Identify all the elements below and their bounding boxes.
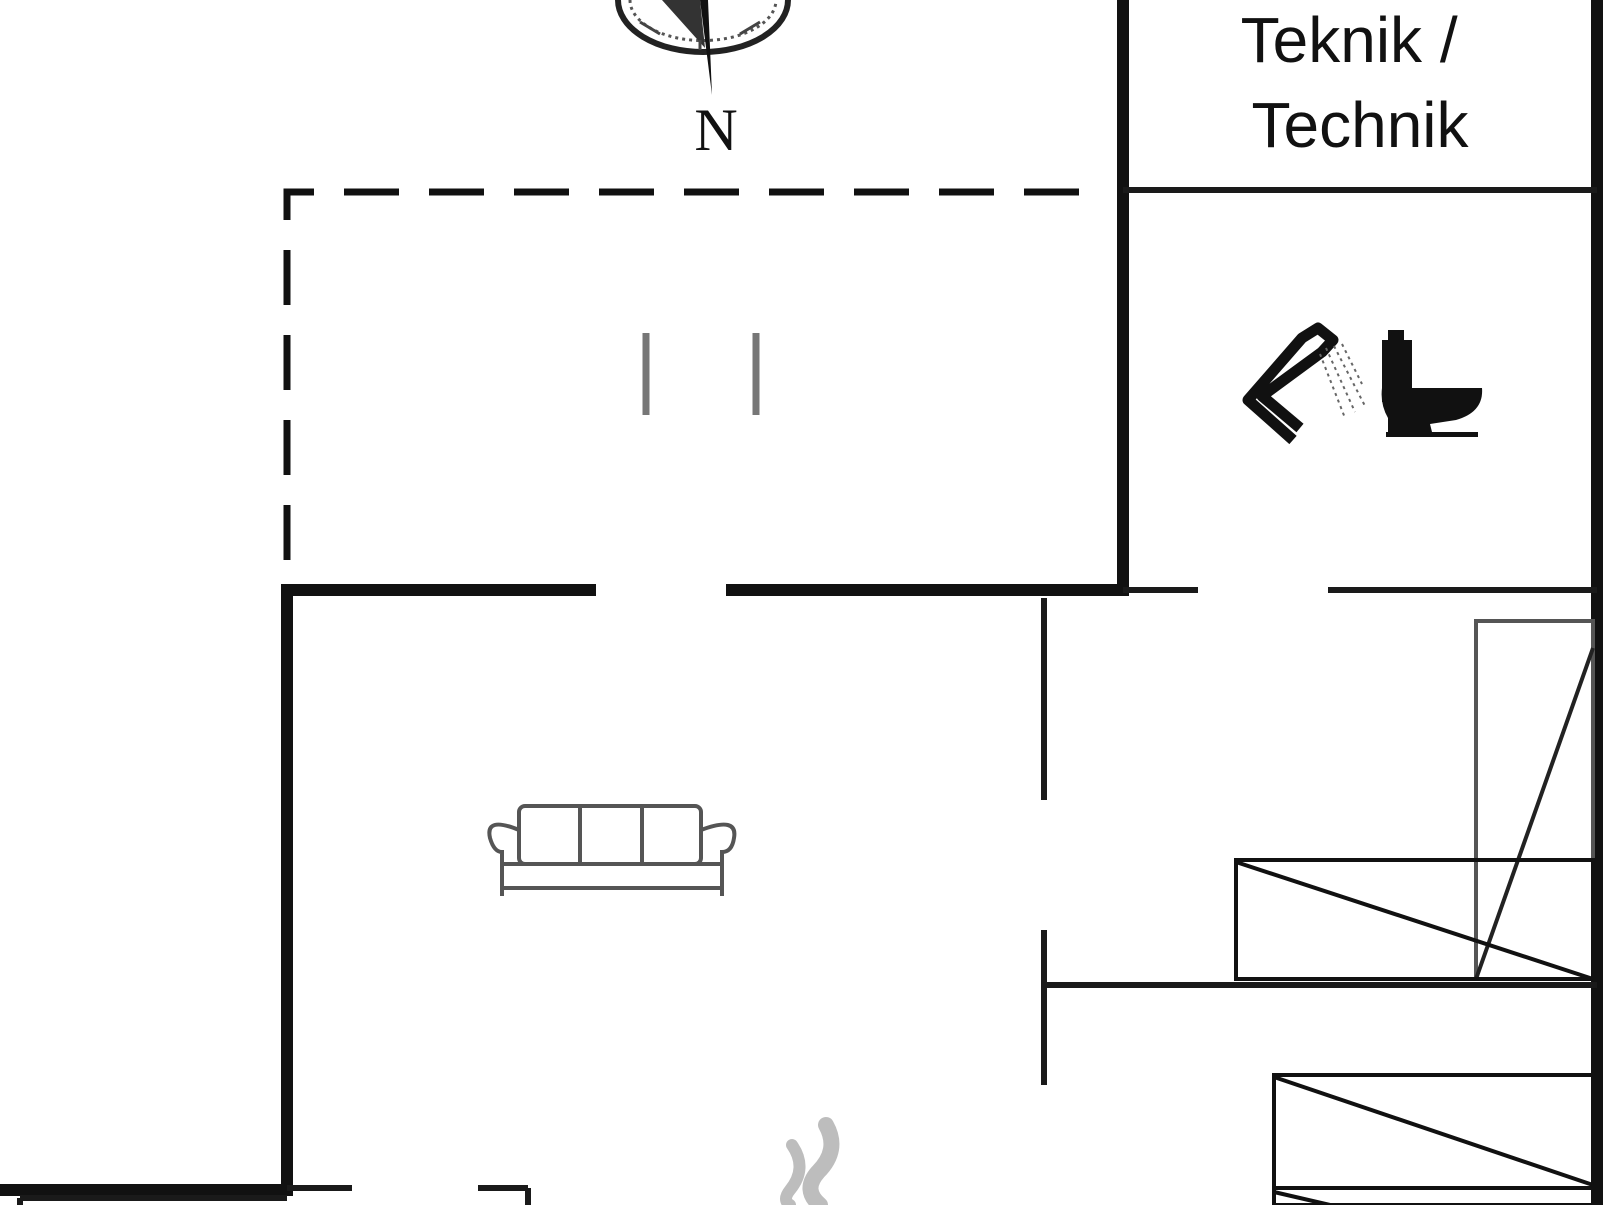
shower-icon	[1242, 322, 1366, 445]
room-label-technical-line-1: Teknik /	[1241, 4, 1458, 76]
compass-north-label: N	[694, 97, 737, 163]
terrace-outline	[283, 188, 1103, 560]
sofa-icon	[487, 804, 737, 896]
stair-landing	[1234, 858, 1595, 981]
compass-rose-icon	[615, 0, 791, 95]
room-label-technical: Teknik / Technik	[1241, 4, 1476, 161]
interior-walls	[17, 187, 1597, 1205]
stair-lower-flight	[1272, 1073, 1595, 1205]
fireplace-smoke-icon	[780, 1117, 840, 1205]
terrace-marks	[642, 333, 760, 415]
toilet-icon	[1381, 330, 1483, 437]
room-label-technical-line-2: Technik	[1252, 89, 1470, 161]
staircase-icon	[1234, 619, 1595, 1205]
